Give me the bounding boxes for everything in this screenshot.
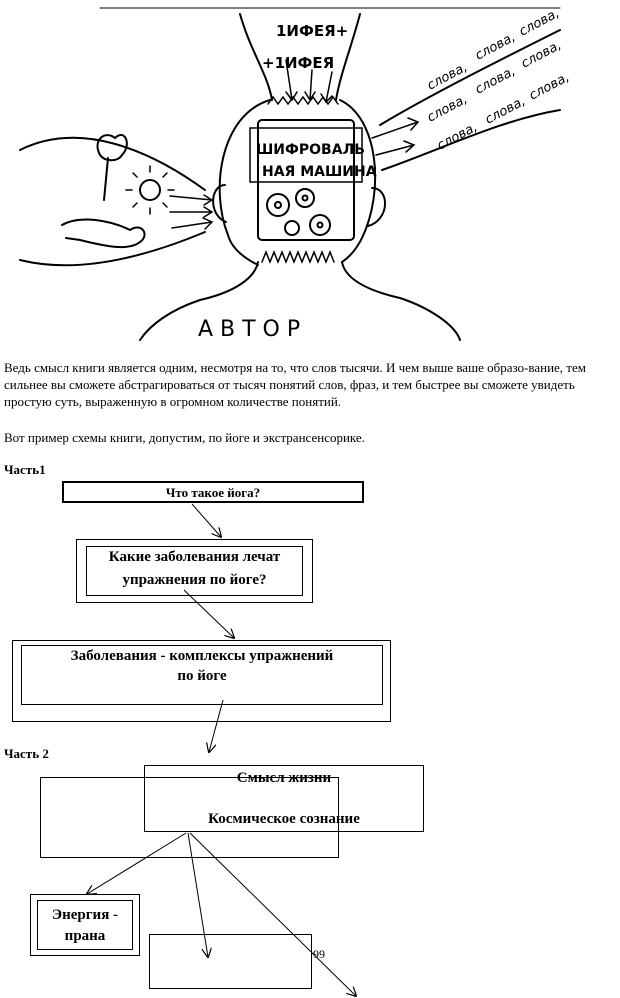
- box-energy-line2: прана: [64, 928, 106, 944]
- top-label: 1ИФЕЯ+: [276, 22, 348, 40]
- word-6: слова,: [519, 38, 564, 72]
- machine-label-1: ШИФРОВАЛЬ: [256, 142, 365, 158]
- box-complexes-inner: [21, 645, 383, 705]
- box-what-is-yoga: Что такое йога?: [62, 481, 364, 503]
- box-energy-line1: Энергия -: [51, 907, 119, 923]
- word-9: слова,: [527, 70, 572, 104]
- box-what-is-yoga-text: Что такое йога?: [165, 485, 261, 500]
- page-number: 99: [313, 947, 325, 961]
- word-8: слова,: [483, 94, 528, 128]
- box-energy-outer: [30, 894, 140, 956]
- box-life-front: [144, 765, 424, 832]
- box-diseases-line2: упражнения по йоге?: [122, 572, 267, 588]
- part2-heading: Часть 2: [4, 746, 49, 761]
- word-7: слова,: [435, 120, 480, 154]
- box-energy-inner: [37, 900, 133, 950]
- second-label: +1ИФЕЯ: [262, 54, 334, 72]
- part1-heading: Часть1: [4, 462, 46, 477]
- paragraph-example: Вот пример схемы книги, допустим, по йог…: [4, 430, 365, 445]
- box-diseases-line1: Какие заболевания лечат: [108, 549, 281, 565]
- box-life-line1: Смысл жизни: [236, 770, 332, 786]
- box-empty: [149, 934, 312, 989]
- box-complexes-line2: по йоге: [177, 668, 227, 684]
- word-5: слова,: [473, 64, 518, 98]
- word-2: слова,: [473, 30, 518, 64]
- box-complexes-outer: [12, 640, 391, 722]
- arrow-1: [191, 503, 221, 537]
- author-head-illustration: 1ИФЕЯ+ +1ИФЕЯ ШИФРОВАЛЬ НАЯ МАШИНА А В Т…: [19, 6, 572, 342]
- word-3: слова,: [517, 6, 562, 40]
- paragraph-meaning: Ведь смысл книги является одним, несмотр…: [4, 360, 586, 409]
- box-life-line2: Космическое сознание: [208, 811, 360, 827]
- box-complexes-line1: Заболевания - комплексы упражнений: [70, 648, 334, 664]
- machine-label-2: НАЯ МАШИНА: [262, 164, 377, 180]
- author-label: А В Т О Р: [198, 317, 300, 342]
